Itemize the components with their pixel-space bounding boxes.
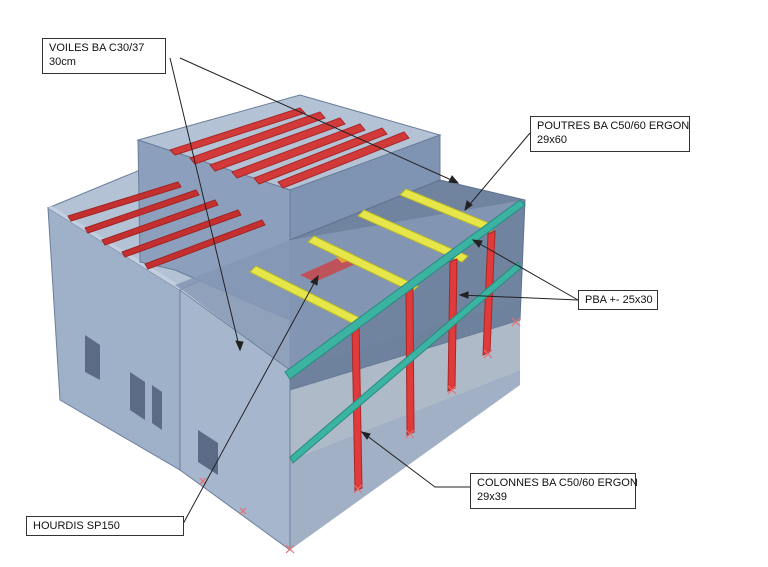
label-poutres: POUTRES BA C50/60 ERGON 29x60 (530, 116, 690, 152)
label-voiles-line2: 30cm (49, 56, 76, 68)
arrow-head (471, 239, 483, 248)
leader-poutres (464, 132, 531, 211)
leader-pba-1 (472, 239, 579, 301)
lower-roof-beams (67, 181, 266, 270)
red-beam (231, 123, 366, 179)
cyan-beam-top (284, 199, 526, 380)
leader-hourdis (182, 275, 319, 525)
red-beam (144, 219, 266, 270)
yellow-beam (357, 209, 469, 263)
red-beam (121, 209, 242, 258)
arrow-head (464, 200, 473, 212)
support-marker (239, 507, 247, 515)
arrow-head (235, 340, 244, 352)
leader-colonnes (361, 431, 470, 488)
label-colonnes: COLONNES BA C50/60 ERGON 29x39 (470, 473, 638, 509)
yellow-beam (307, 235, 419, 293)
red-beam (84, 189, 200, 234)
front-right-facade-lower (290, 300, 520, 460)
support-marker (483, 349, 493, 359)
red-beam (253, 127, 388, 185)
label-pba-line1: PBA +- 25x30 (585, 294, 653, 306)
label-voiles-line1: VOILES BA C30/37 (49, 42, 145, 54)
yellow-beams (249, 188, 497, 325)
upper-roof-beams (169, 107, 410, 189)
support-marker (353, 484, 363, 494)
label-hourdis: HOURDIS SP150 (26, 516, 184, 536)
label-poutres-line2: 29x60 (537, 134, 567, 146)
label-pba: PBA +- 25x30 (578, 290, 658, 310)
leader-voiles-1 (169, 57, 241, 351)
arrow-head (360, 431, 371, 440)
red-beam (101, 199, 219, 246)
opening (198, 430, 218, 475)
red-beam (169, 107, 306, 156)
facade-openings (85, 335, 218, 475)
edge-beams (284, 199, 526, 464)
support-marker (285, 544, 295, 554)
leader-pba-2 (459, 294, 579, 301)
lower-left-parapet (48, 206, 184, 290)
opening (85, 335, 100, 380)
support-marker (447, 385, 457, 395)
arrow-head (310, 274, 319, 286)
leader-voiles-2 (179, 57, 459, 184)
support-marker (405, 429, 415, 439)
supports (199, 317, 521, 554)
leader-lines (169, 57, 579, 525)
label-hourdis-line1: HOURDIS SP150 (33, 520, 120, 532)
label-colonnes-line1: COLONNES BA C50/60 ERGON (477, 477, 638, 489)
opening (152, 385, 162, 430)
arrow-head (458, 291, 469, 299)
label-voiles: VOILES BA C30/37 30cm (42, 38, 166, 74)
label-poutres-line1: POUTRES BA C50/60 ERGON (537, 120, 690, 132)
red-beam (189, 111, 326, 165)
arrow-head (448, 175, 460, 184)
opening (130, 372, 145, 420)
red-beam (67, 181, 182, 222)
label-colonnes-line2: 29x39 (477, 491, 507, 503)
front-bottom-plinth (290, 370, 520, 550)
red-beam (209, 117, 346, 172)
support-marker (511, 317, 521, 327)
